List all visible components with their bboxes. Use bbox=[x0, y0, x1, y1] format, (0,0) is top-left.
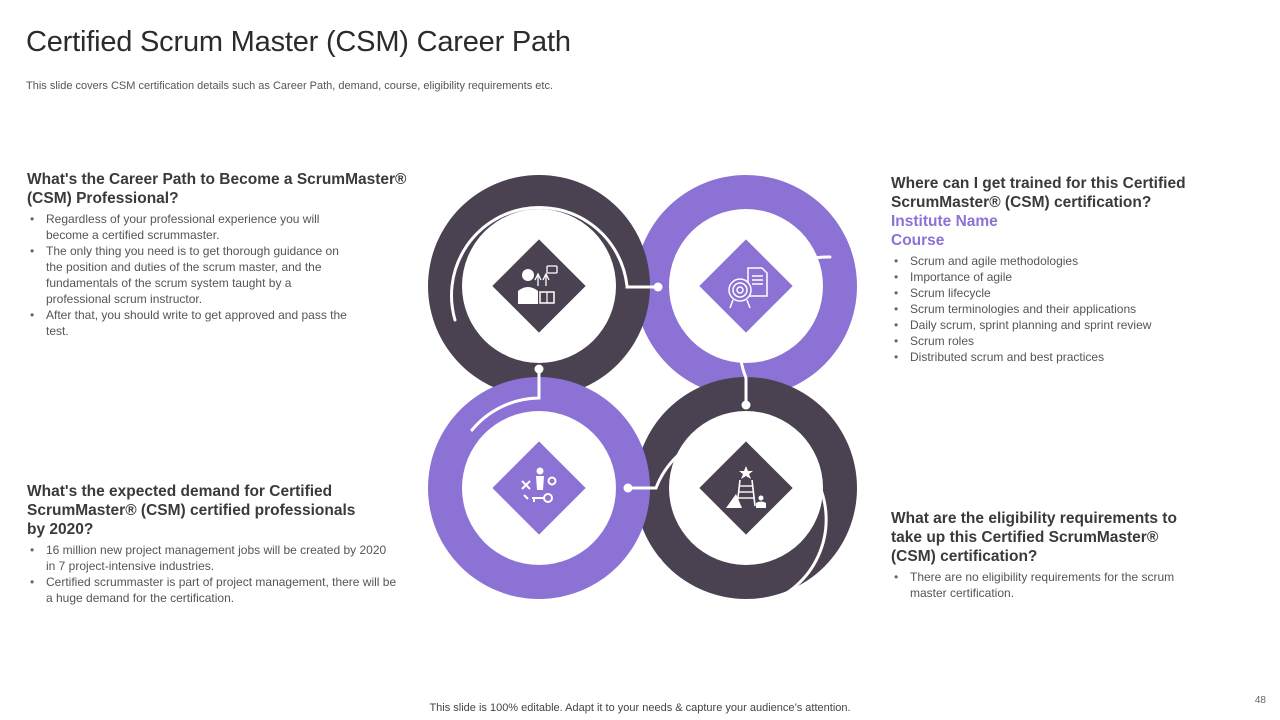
demand-list: 16 million new project management jobs w… bbox=[27, 542, 397, 606]
skills-key-icon bbox=[521, 467, 557, 503]
list-item: Scrum roles bbox=[891, 333, 1191, 349]
page-title: Certified Scrum Master (CSM) Career Path bbox=[26, 26, 571, 58]
demand-heading: What's the expected demand for Certified… bbox=[27, 483, 356, 538]
eligibility-block: What are the eligibility requirements to… bbox=[891, 509, 1181, 601]
list-item: Importance of agile bbox=[891, 269, 1191, 285]
page-subtitle: This slide covers CSM certification deta… bbox=[26, 80, 554, 92]
list-item: Certified scrummaster is part of project… bbox=[27, 574, 397, 606]
list-item: Scrum lifecycle bbox=[891, 285, 1191, 301]
list-item: Scrum and agile methodologies bbox=[891, 253, 1191, 269]
list-item: There are no eligibility requirements fo… bbox=[891, 569, 1181, 601]
list-item: Daily scrum, sprint planning and sprint … bbox=[891, 317, 1191, 333]
institute-name: Institute Name bbox=[891, 213, 998, 230]
training-heading: Where can I get trained for this Certifi… bbox=[891, 175, 1186, 211]
footer-note: This slide is 100% editable. Adapt it to… bbox=[429, 702, 851, 714]
demand-block: What's the expected demand for Certified… bbox=[27, 482, 397, 606]
career-path-heading: What's the Career Path to Become a Scrum… bbox=[27, 171, 407, 207]
list-item: 16 million new project management jobs w… bbox=[27, 542, 397, 574]
training-list: Scrum and agile methodologies Importance… bbox=[891, 253, 1191, 365]
document-icon bbox=[728, 267, 768, 309]
training-block: Where can I get trained for this Certifi… bbox=[891, 174, 1191, 365]
list-item: After that, you should write to get appr… bbox=[27, 307, 347, 339]
professional-icon bbox=[518, 265, 558, 304]
career-ladder-icon bbox=[726, 466, 766, 508]
diamond-bottom-right bbox=[699, 441, 793, 535]
page-number: 48 bbox=[1254, 695, 1266, 706]
list-item: Regardless of your professional experien… bbox=[27, 211, 347, 243]
eligibility-list: There are no eligibility requirements fo… bbox=[891, 569, 1181, 601]
list-item: Distributed scrum and best practices bbox=[891, 349, 1191, 365]
list-item: The only thing you need is to get thorou… bbox=[27, 243, 347, 307]
course-label: Course bbox=[891, 232, 945, 249]
career-path-block: What's the Career Path to Become a Scrum… bbox=[27, 170, 412, 339]
connector-dots bbox=[534, 282, 751, 493]
list-item: Scrum terminologies and their applicatio… bbox=[891, 301, 1191, 317]
career-path-list: Regardless of your professional experien… bbox=[27, 211, 347, 339]
connector-lines bbox=[450, 205, 832, 609]
eligibility-heading: What are the eligibility requirements to… bbox=[891, 510, 1177, 565]
